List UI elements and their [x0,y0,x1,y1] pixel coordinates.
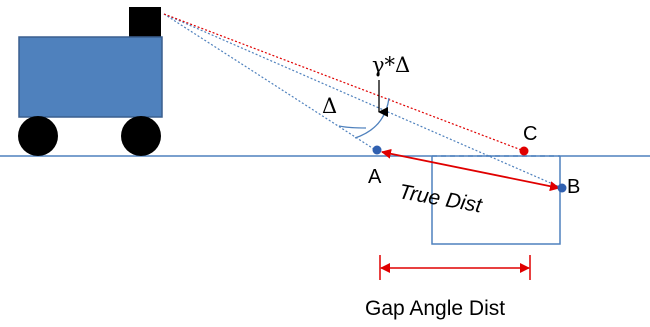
point-b-dot [557,183,567,193]
gap-angle-dist-label: Gap Angle Dist [365,297,505,320]
gap-outline [431,156,561,245]
gamma-delta-label: γ*Δ [372,53,410,77]
wheel-left [18,116,58,156]
sensor-head-icon [129,7,161,38]
vehicle-body [18,36,163,118]
point-a-dot [372,145,382,155]
wheel-right [121,116,161,156]
angle-arc-gamma-delta [354,97,390,139]
true-dist-label: True Dist [397,180,484,217]
point-c-dot [519,146,529,156]
ray-to-b [163,13,563,189]
point-c-label: C [523,123,537,145]
angle-arc-delta [338,125,367,129]
robot-vehicle-icon [18,7,163,156]
point-b-label: B [567,176,580,198]
true-dist-arrow [381,148,560,192]
angle-delta-label: Δ [322,94,337,118]
point-a-label: A [368,166,382,188]
ray-to-c [163,13,525,152]
